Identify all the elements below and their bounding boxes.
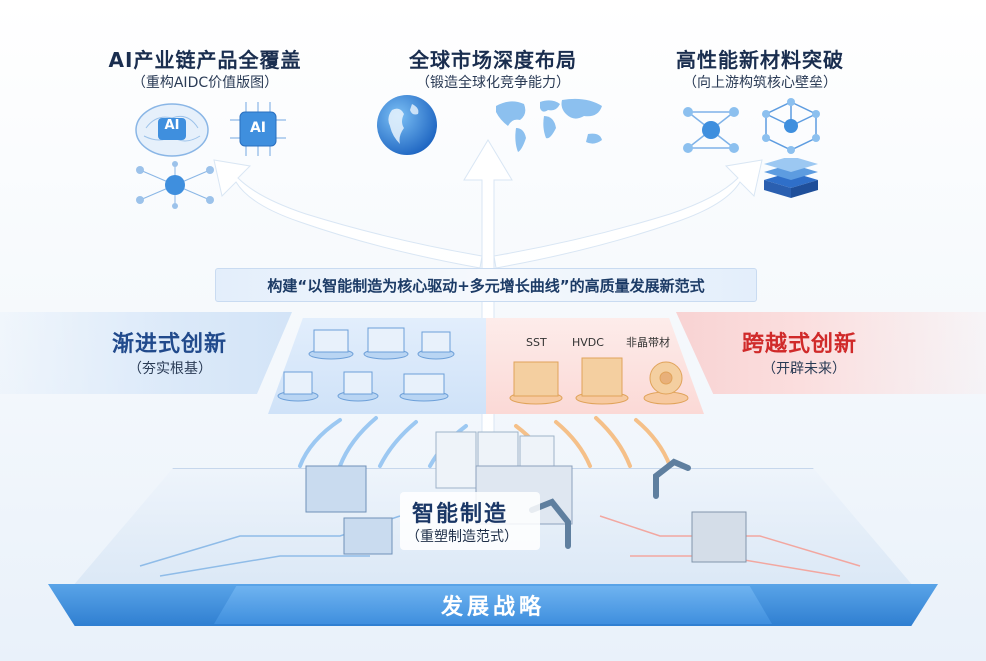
top-right-title: 高性能新材料突破 bbox=[676, 48, 844, 72]
ai-chip-icon bbox=[230, 102, 286, 156]
incremental-innovation-title: 渐进式创新 bbox=[112, 332, 228, 357]
top-left-title: AI产业链产品全覆盖 bbox=[108, 48, 302, 72]
incremental-innovation-panel bbox=[0, 312, 292, 394]
rising-arrows bbox=[298, 416, 672, 468]
amorphous-ribbon-label: 非晶带材 bbox=[626, 336, 670, 349]
top-left-subtitle: （重构AIDC价值版图） bbox=[131, 75, 279, 91]
top-right-subtitle: （向上游构筑核心壁垒） bbox=[683, 75, 837, 91]
breakthrough-innovation-panel bbox=[676, 312, 986, 394]
hvdc-label: HVDC bbox=[572, 336, 604, 349]
top-center-subtitle: （锻造全球化竞争能力） bbox=[416, 75, 570, 91]
top-center-title: 全球市场深度布局 bbox=[409, 48, 577, 72]
new-product-icons bbox=[509, 357, 689, 405]
ai-network-icon bbox=[136, 161, 214, 209]
smart-manufacturing-card bbox=[400, 492, 540, 550]
incremental-innovation-subtitle: （夯实根基） bbox=[128, 361, 212, 377]
strategy-banner: 构建“以智能制造为核心驱动+多元增长曲线”的高质量发展新范式 bbox=[215, 268, 757, 302]
breakthrough-innovation-subtitle: （开辟未来） bbox=[762, 361, 846, 377]
crystal-lattice-icon bbox=[762, 98, 820, 154]
smart-manufacturing-title: 智能制造 bbox=[412, 502, 509, 527]
breakthrough-innovation-title: 跨越式创新 bbox=[742, 332, 858, 357]
equipment-icons bbox=[277, 327, 455, 402]
ai-brain-badge: AI bbox=[164, 118, 180, 133]
sst-label: SST bbox=[526, 336, 547, 349]
layered-material-icon bbox=[764, 158, 818, 198]
ai-brain-icon bbox=[135, 103, 209, 157]
globe-icon bbox=[377, 95, 437, 155]
factory-equipment bbox=[305, 431, 747, 563]
development-strategy-base: 发展战略 bbox=[214, 586, 772, 624]
world-map-icon bbox=[496, 98, 602, 152]
molecule-icon bbox=[683, 107, 739, 153]
ai-chip-badge: AI bbox=[249, 120, 267, 136]
smart-manufacturing-subtitle: （重塑制造范式） bbox=[406, 529, 518, 545]
